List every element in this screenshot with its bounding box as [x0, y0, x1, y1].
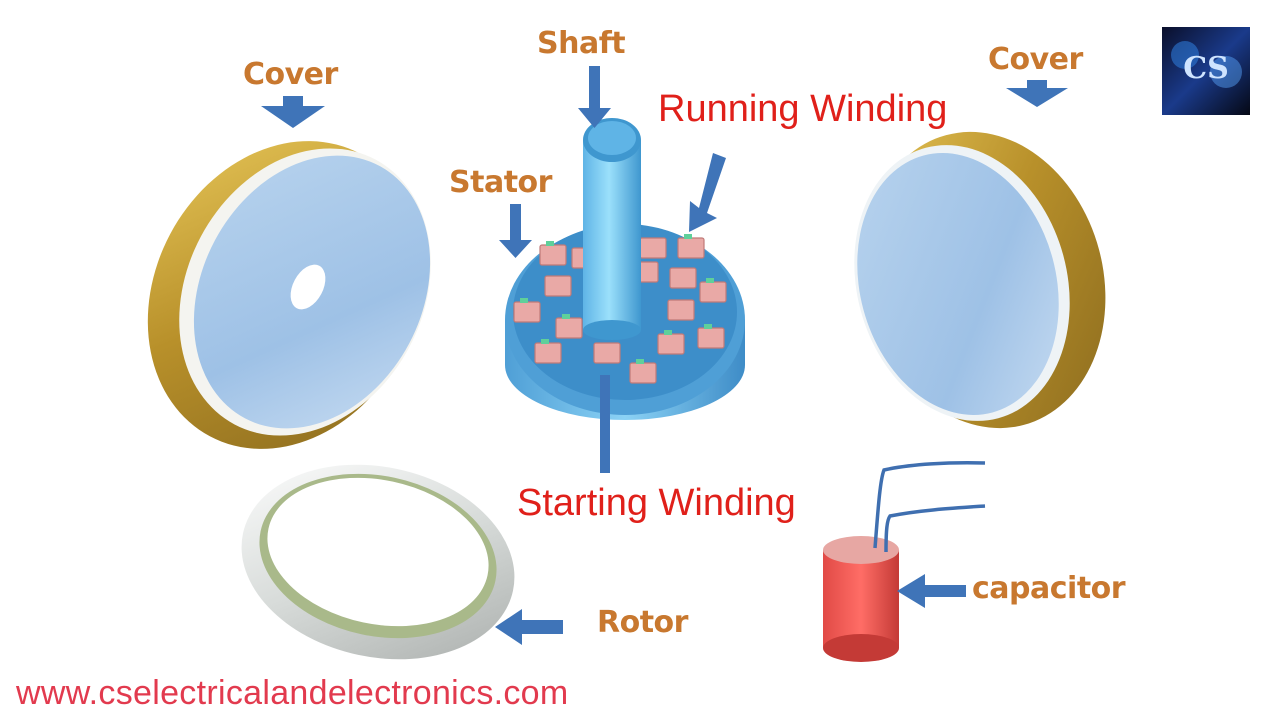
pointer-arrows: [261, 66, 1068, 645]
arrow-cover-right: [1006, 80, 1068, 107]
label-stator: Stator: [449, 165, 552, 200]
rotor-ring: [241, 464, 515, 660]
capacitor-body: [823, 461, 986, 662]
shaft-hole: [290, 264, 326, 310]
arrow-starting-winding: [600, 375, 610, 473]
label-cover-left: Cover: [243, 57, 338, 92]
logo-text: CS: [1183, 51, 1229, 86]
label-capacitor: capacitor: [972, 571, 1126, 606]
winding-blocks: [513, 218, 727, 384]
arrow-cover-left: [261, 96, 325, 128]
arrow-shaft: [578, 66, 611, 128]
footer-url: www.cselectricalandelectronics.com: [16, 674, 569, 712]
left-cover: [147, 141, 431, 449]
arrow-capacitor: [897, 574, 966, 608]
arrow-rotor: [495, 609, 563, 645]
capacitor-lead-1: [873, 461, 986, 549]
arrow-stator: [499, 204, 532, 258]
right-cover: [854, 131, 1106, 429]
cs-logo: CS: [1162, 27, 1250, 115]
label-shaft: Shaft: [537, 26, 626, 61]
label-rotor: Rotor: [597, 605, 688, 640]
label-starting-winding: Starting Winding: [517, 482, 796, 524]
shaft: [583, 118, 641, 340]
arrow-running-winding: [689, 153, 726, 232]
capacitor-lead-2: [884, 504, 986, 553]
label-running-winding: Running Winding: [658, 88, 948, 130]
label-cover-right: Cover: [988, 42, 1083, 77]
